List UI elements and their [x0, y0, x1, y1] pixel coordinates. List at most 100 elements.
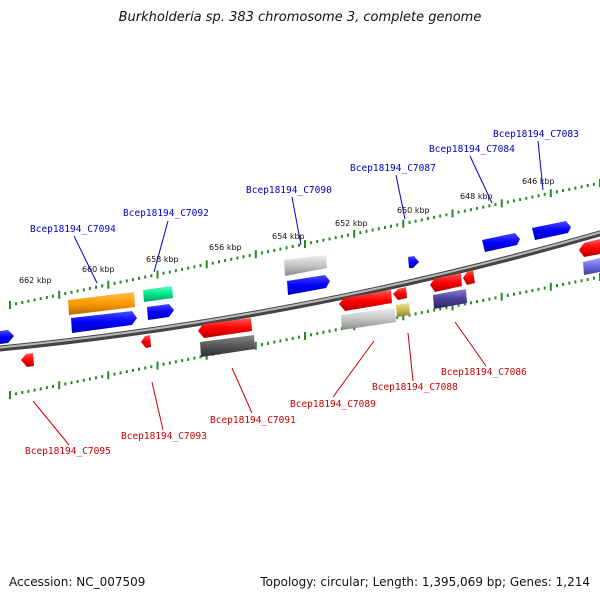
gene-label-reverse[interactable]: Bcep18194_C7088 [372, 382, 458, 393]
ruler-minor-tick [359, 231, 362, 235]
ruler-minor-tick [297, 243, 300, 247]
ruler-minor-tick [340, 327, 343, 331]
ruler-minor-tick [248, 253, 251, 257]
ruler-minor-tick [45, 386, 48, 390]
ruler-minor-tick [224, 259, 227, 262]
ruler-minor-tick [494, 203, 497, 207]
ruler-minor-tick [285, 338, 288, 342]
gene-feature-forward[interactable] [482, 233, 520, 252]
ruler-minor-tick [562, 282, 565, 286]
ruler-minor-tick [187, 266, 190, 270]
ruler-minor-tick [39, 297, 42, 301]
ruler-minor-tick [181, 359, 184, 363]
ruler-minor-tick [365, 229, 368, 233]
gene-feature-reverse[interactable] [433, 289, 467, 309]
chromosome-backbone-highlight [0, 231, 600, 349]
ruler-minor-tick [52, 294, 54, 298]
gene-label-forward[interactable]: Bcep18194_C7092 [123, 208, 209, 219]
label-leader-line [291, 196, 302, 246]
gene-feature-forward[interactable] [147, 304, 174, 320]
gene-feature-forward[interactable] [408, 256, 419, 268]
gene-feature-reverse[interactable] [341, 308, 396, 330]
ruler-minor-tick [138, 367, 141, 371]
gene-feature-reverse[interactable] [583, 258, 600, 275]
gene-feature-reverse[interactable] [396, 303, 410, 317]
ruler-minor-tick [27, 389, 30, 393]
gene-feature-reverse[interactable] [141, 335, 151, 348]
ruler-minor-tick [27, 299, 30, 303]
ruler-minor-tick [519, 198, 522, 201]
gene-label-reverse[interactable]: Bcep18194_C7093 [121, 431, 207, 442]
ruler-minor-tick [88, 287, 91, 290]
ruler-minor-tick [476, 300, 479, 304]
gene-label-forward[interactable]: Bcep18194_C7094 [30, 224, 116, 235]
ruler-major-tick [402, 219, 405, 228]
ruler-minor-tick [21, 301, 24, 304]
gene-feature-forward[interactable] [287, 275, 330, 295]
label-leader-line [231, 367, 253, 414]
ruler-minor-tick [273, 340, 276, 344]
gene-feature-reverse[interactable] [393, 287, 407, 300]
gene-feature-forward[interactable] [532, 221, 571, 240]
ruler-minor-tick [543, 286, 546, 290]
ruler-minor-tick [574, 280, 577, 284]
ruler-minor-tick [144, 275, 147, 279]
ruler-minor-tick [76, 289, 79, 293]
ruler-label: 654 kbp [272, 232, 305, 241]
gene-feature-forward[interactable] [284, 255, 327, 276]
gene-feature-reverse[interactable] [198, 318, 252, 338]
ruler-minor-tick [131, 278, 134, 282]
ruler-minor-tick [592, 182, 595, 186]
gene-feature-reverse[interactable] [21, 353, 34, 367]
gene-feature-reverse[interactable] [339, 290, 392, 311]
gene-label-reverse[interactable]: Bcep18194_C7095 [25, 446, 111, 457]
ruler-minor-tick [211, 261, 214, 265]
ruler-minor-tick [310, 333, 313, 337]
ruler-major-tick [304, 332, 306, 340]
ruler-minor-tick [119, 371, 122, 375]
gene-feature-forward[interactable] [143, 286, 173, 302]
ruler-minor-tick [125, 279, 128, 283]
ruler-minor-tick [334, 328, 337, 332]
ruler-minor-tick [267, 250, 270, 254]
ruler-major-tick [58, 290, 61, 299]
gene-feature-forward[interactable] [0, 330, 14, 344]
ruler-minor-tick [193, 356, 196, 360]
gene-feature-reverse[interactable] [430, 273, 462, 292]
ruler-minor-tick [494, 296, 497, 300]
gene-label-forward[interactable]: Bcep18194_C7084 [429, 144, 515, 155]
ruler-minor-tick [95, 285, 97, 289]
ruler-label: 646 kbp [522, 177, 555, 186]
label-leader-line [454, 321, 487, 367]
gene-label-forward[interactable]: Bcep18194_C7090 [246, 185, 332, 196]
ruler-major-tick [304, 240, 306, 248]
ruler-minor-tick [267, 341, 270, 345]
ruler-minor-tick [463, 209, 466, 213]
ruler-minor-tick [168, 361, 171, 365]
ruler-minor-tick [347, 233, 349, 237]
gene-label-forward[interactable]: Bcep18194_C7083 [493, 129, 579, 140]
ruler-minor-tick [334, 236, 337, 240]
gene-label-reverse[interactable]: Bcep18194_C7089 [290, 399, 376, 410]
genome-summary-text: Topology: circular; Length: 1,395,069 bp… [260, 575, 590, 589]
gene-feature-reverse[interactable] [579, 239, 600, 257]
gene-feature-forward[interactable] [71, 311, 137, 333]
gene-label-reverse[interactable]: Bcep18194_C7086 [441, 367, 527, 378]
ruler-major-tick [9, 301, 11, 309]
gene-label-forward[interactable]: Bcep18194_C7087 [350, 163, 436, 174]
gene-feature-reverse[interactable] [200, 335, 255, 357]
ruler-minor-tick [199, 355, 202, 359]
ruler-major-tick [107, 371, 110, 380]
ruler-minor-tick [396, 223, 399, 227]
gene-label-reverse[interactable]: Bcep18194_C7091 [210, 415, 296, 426]
ruler-minor-tick [316, 332, 319, 335]
gene-feature-reverse[interactable] [463, 270, 475, 285]
ruler-minor-tick [174, 360, 177, 364]
gene-feature-forward[interactable] [68, 292, 135, 315]
ruler-major-tick [451, 209, 454, 218]
ruler-minor-tick [457, 303, 460, 307]
ruler-major-tick [9, 391, 11, 399]
ruler-minor-tick [45, 295, 48, 299]
ruler-minor-tick [457, 210, 460, 214]
ruler-minor-tick [562, 189, 565, 193]
